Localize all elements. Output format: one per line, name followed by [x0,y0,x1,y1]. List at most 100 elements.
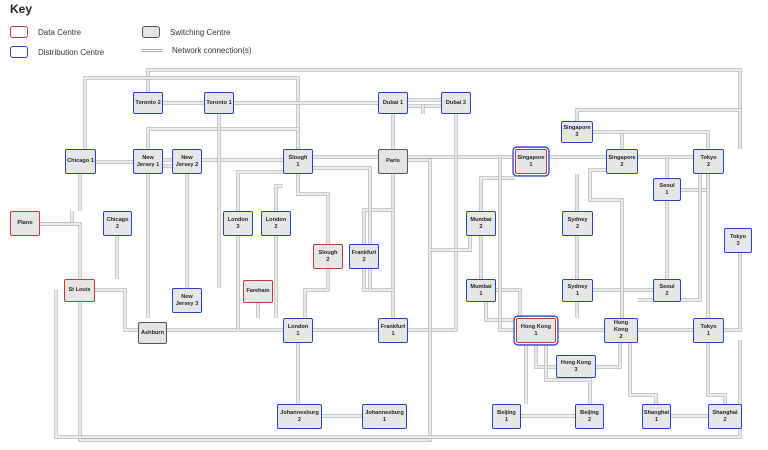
node-mumbai2[interactable]: Mumbai 2 [466,211,496,236]
node-label: Hong Kong 2 [613,320,629,340]
network-connection-56-core [724,239,741,331]
network-connection-19 [40,211,74,226]
node-dubai1[interactable]: Dubai 1 [378,92,408,114]
node-label: Johannesburg 1 [365,409,404,423]
network-connection-swatch [142,49,162,52]
node-label: Chicago 2 [106,216,129,230]
node-fareham[interactable]: Fareham [243,280,273,303]
node-label: Tokyo 2 [700,154,717,168]
node-frankfurt1[interactable]: Frankfurt 1 [378,318,408,343]
node-label: Shanghai 1 [643,409,670,423]
network-connection-33-core [363,269,393,291]
network-connection-21 [95,288,138,332]
network-connection-34 [303,269,330,318]
network-connection-73 [313,166,372,290]
node-frankfurt2[interactable]: Frankfurt 2 [349,244,379,269]
node-label: New Jersey 3 [175,293,199,307]
network-connection-66-core [707,343,726,404]
key-distribution-centre-label: Distribution Centre [38,47,105,57]
network-connection-24-core [237,171,283,211]
node-johannesburg2[interactable]: Johannesburg 2 [277,404,322,429]
key-switching-centre-label: Switching Centre [170,27,231,37]
network-connections [40,68,742,442]
node-beijing2[interactable]: Beijing 2 [575,404,604,429]
node-london3[interactable]: London 3 [223,211,253,236]
node-label: Plano [17,220,33,226]
node-seoul2[interactable]: Seoul 2 [653,279,681,302]
key-title: Key [10,2,33,16]
node-tokyo1[interactable]: Tokyo 1 [693,318,724,343]
node-sydney1[interactable]: Sydney 1 [562,279,593,302]
node-label: Paris [386,158,400,164]
node-seoul1[interactable]: Seoul 1 [653,178,681,201]
node-hongkong3[interactable]: Hong Kong 3 [556,355,596,378]
network-connection-28 [296,174,330,244]
node-label: Seoul 1 [659,182,675,196]
node-singapore2[interactable]: Singapore 2 [606,149,638,174]
node-slough1[interactable]: Slough 1 [283,149,313,174]
network-connection-32-core [363,209,393,244]
network-connection-50-core [593,131,623,149]
key-distribution-centre: Distribution Centre [10,46,104,58]
node-tokyo3[interactable]: Tokyo 3 [724,228,752,253]
key-switching-centre: Switching Centre [142,26,230,38]
node-london2[interactable]: London 2 [261,211,291,236]
node-plano[interactable]: Plano [10,211,40,236]
node-newjersey3[interactable]: New Jersey 3 [172,288,202,313]
node-shanghai1[interactable]: Shanghai 1 [642,404,671,429]
node-paris[interactable]: Paris [378,149,408,174]
network-connection-65-core [629,343,657,404]
network-connection-60-core [535,343,556,368]
network-connection-72 [498,157,516,332]
node-tokyo2[interactable]: Tokyo 2 [693,149,724,174]
network-connection-70-core [589,169,623,318]
network-connection-38-core [79,159,431,441]
node-mumbai1[interactable]: Mumbai 1 [466,279,496,302]
network-connection-34-core [304,269,329,318]
distribution-centre-swatch [10,46,28,58]
node-hongkong1[interactable]: Hong Kong 1 [516,318,556,343]
node-chicago2[interactable]: Chicago 2 [103,211,132,236]
node-johannesburg1[interactable]: Johannesburg 1 [362,404,407,429]
node-singapore1[interactable]: Singapore 1 [515,149,547,174]
node-label: Ashburn [141,329,164,336]
node-label: New Jersey 1 [136,154,160,168]
node-london1[interactable]: London 1 [283,318,313,343]
node-toronto2[interactable]: Toronto 2 [133,92,163,114]
network-connection-20 [40,222,82,279]
network-connection-53-core [681,174,709,191]
node-label: Chicago 1 [67,158,94,164]
key-network-connection: Network connection(s) [142,46,252,55]
node-label: Tokyo 1 [700,323,717,337]
node-sydney2[interactable]: Sydney 2 [562,211,593,236]
network-connection-70 [588,168,624,318]
node-beijing1[interactable]: Beijing 1 [492,404,521,429]
network-connection-42-core [480,177,515,211]
node-label: London 2 [265,216,287,230]
key-network-connection-label: Network connection(s) [172,46,252,55]
network-connection-51-core [622,131,709,149]
node-dubai2[interactable]: Dubai 2 [441,92,471,114]
node-shanghai2[interactable]: Shanghai 2 [708,404,742,429]
data-centre-swatch [10,26,28,38]
network-connection-36 [408,114,458,332]
node-label: Slough 2 [318,249,338,263]
node-label: Hong Kong 3 [560,359,592,373]
node-hongkong2[interactable]: Hong Kong 2 [604,318,638,343]
network-connection-20-core [40,223,81,279]
node-slough2[interactable]: Slough 2 [313,244,343,269]
node-newjersey2[interactable]: New Jersey 2 [172,149,202,174]
node-chicago1[interactable]: Chicago 1 [65,149,96,174]
node-label: Beijing 2 [580,409,599,423]
node-singapore3[interactable]: Singapore 3 [561,121,593,143]
node-label: London 3 [227,216,249,230]
node-newjersey1[interactable]: New Jersey 1 [133,149,163,174]
node-label: Fareham [246,288,270,294]
node-toronto1[interactable]: Toronto 1 [204,92,234,114]
network-connection-50 [593,130,624,149]
node-label: St Louis [68,287,91,293]
node-stlouis[interactable]: St Louis [64,279,95,302]
node-label: Singapore 1 [517,154,545,168]
node-ashburn[interactable]: Ashburn [138,322,167,344]
